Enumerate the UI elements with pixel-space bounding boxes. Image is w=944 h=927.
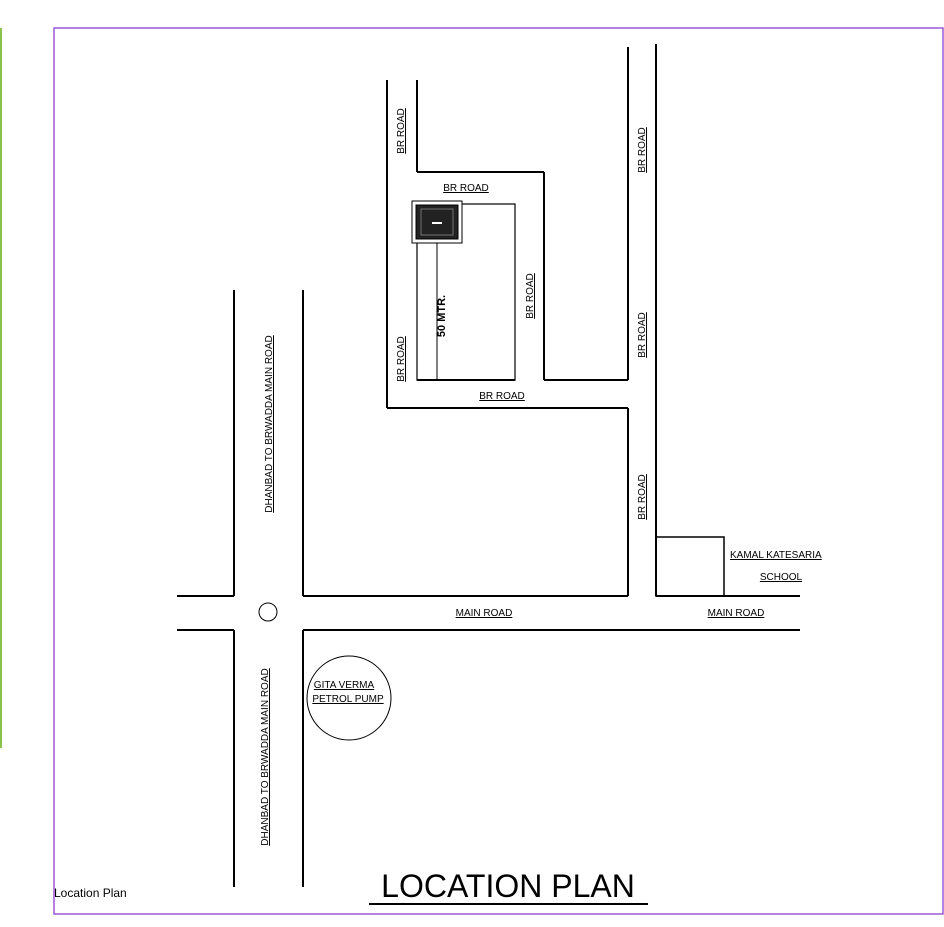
school-label-line1: KAMAL KATESARIA <box>730 550 822 561</box>
br-road-label-lower: BR ROAD <box>479 391 525 402</box>
distance-label: 50 MTR. <box>436 295 448 337</box>
br-road-label-middle: BR ROAD <box>525 273 536 319</box>
highway-label-north: DHANBAD TO BRWADDA MAIN ROAD <box>264 335 275 512</box>
br-road-label-east-mid: BR ROAD <box>637 312 648 358</box>
main-road-label-mid: MAIN ROAD <box>456 608 513 619</box>
drawing-title: LOCATION PLAN <box>381 868 635 904</box>
site-plot-boundary <box>416 203 516 381</box>
petrol-pump-label-line2: PETROL PUMP <box>312 694 384 705</box>
sheet-label: Location Plan <box>54 886 127 900</box>
drawing-frame <box>53 27 944 915</box>
school-building <box>655 536 725 597</box>
petrol-pump-circle <box>306 655 392 741</box>
petrol-pump-label-line1: GITA VERMA <box>314 680 375 691</box>
school-label-line2: SCHOOL <box>760 572 803 583</box>
site-building-inner <box>420 208 454 236</box>
br-road-label-east-bottom: BR ROAD <box>637 474 648 520</box>
roundabout-circle <box>258 602 278 622</box>
highway-label-south: DHANBAD TO BRWADDA MAIN ROAD <box>260 668 271 845</box>
br-road-label-east-top: BR ROAD <box>637 127 648 173</box>
main-road-label-east: MAIN ROAD <box>708 608 765 619</box>
br-road-label-top: BR ROAD <box>443 183 489 194</box>
br-road-label-west-top: BR ROAD <box>396 108 407 154</box>
br-road-label-west-bottom: BR ROAD <box>396 336 407 382</box>
